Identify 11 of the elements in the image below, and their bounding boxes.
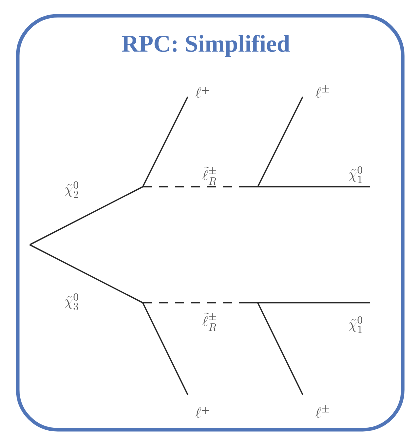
particle-label: $\ell^{\mp}$ [196,87,210,98]
title: RPC: Simplified [122,35,290,57]
particle-label: $\tilde{\ell}^{\pm}_{R}$ [202,166,217,186]
particle-label: $\tilde{\ell}^{\pm}_{R}$ [202,312,217,332]
particle-label: $\tilde{\chi}^{0}_{2}$ [65,182,78,198]
particle-label: $\tilde{\chi}^{0}_{1}$ [349,316,362,334]
particle-label: $\ell^{\mp}$ [196,407,210,418]
particle-label: $\tilde{\chi}^{0}_{3}$ [65,294,78,310]
particle-label: $\ell^{\pm}$ [316,405,330,418]
particle-label: $\ell^{\pm}$ [316,85,330,98]
particle-label: $\tilde{\chi}^{0}_{1}$ [349,166,362,184]
